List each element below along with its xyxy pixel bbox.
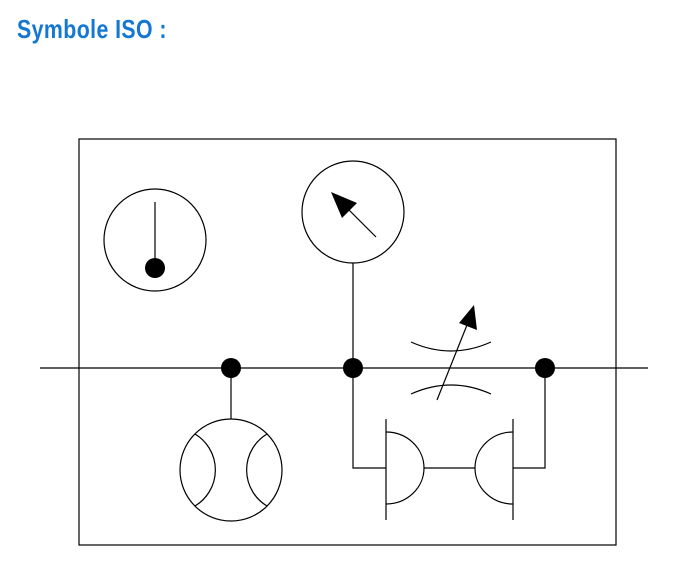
gauge-circle	[103, 188, 207, 292]
gauge-symbol	[103, 188, 207, 292]
coupling-left-half	[385, 431, 425, 505]
enclosure-frame	[78, 138, 617, 546]
page-title: Symbole ISO :	[17, 14, 167, 44]
coupling-right-lead	[513, 368, 546, 469]
flow-meter-left-arc	[194, 433, 216, 507]
restrictor-arrowhead	[459, 305, 477, 330]
coupling-right-half	[474, 431, 514, 505]
flow-meter-symbol	[179, 368, 283, 522]
pressure-gauge-circle	[301, 160, 405, 264]
restrictor-upper-arc	[410, 341, 492, 352]
pressure-gauge-symbol	[301, 160, 405, 368]
pressure-gauge-arrowhead	[331, 192, 357, 218]
flow-meter-circle	[179, 418, 283, 522]
adjustable-restrictor-symbol	[410, 305, 492, 401]
flow-meter-right-arc	[246, 433, 268, 507]
symbol-strokes	[40, 138, 648, 546]
restrictor-lower-arc	[410, 384, 492, 395]
restrictor-arrow-shaft	[436, 324, 468, 401]
quick-coupling-symbol	[352, 368, 546, 520]
pressure-gauge-arrow-shaft	[345, 206, 377, 238]
gauge-pivot	[145, 258, 165, 278]
coupling-left-lead	[352, 368, 386, 469]
